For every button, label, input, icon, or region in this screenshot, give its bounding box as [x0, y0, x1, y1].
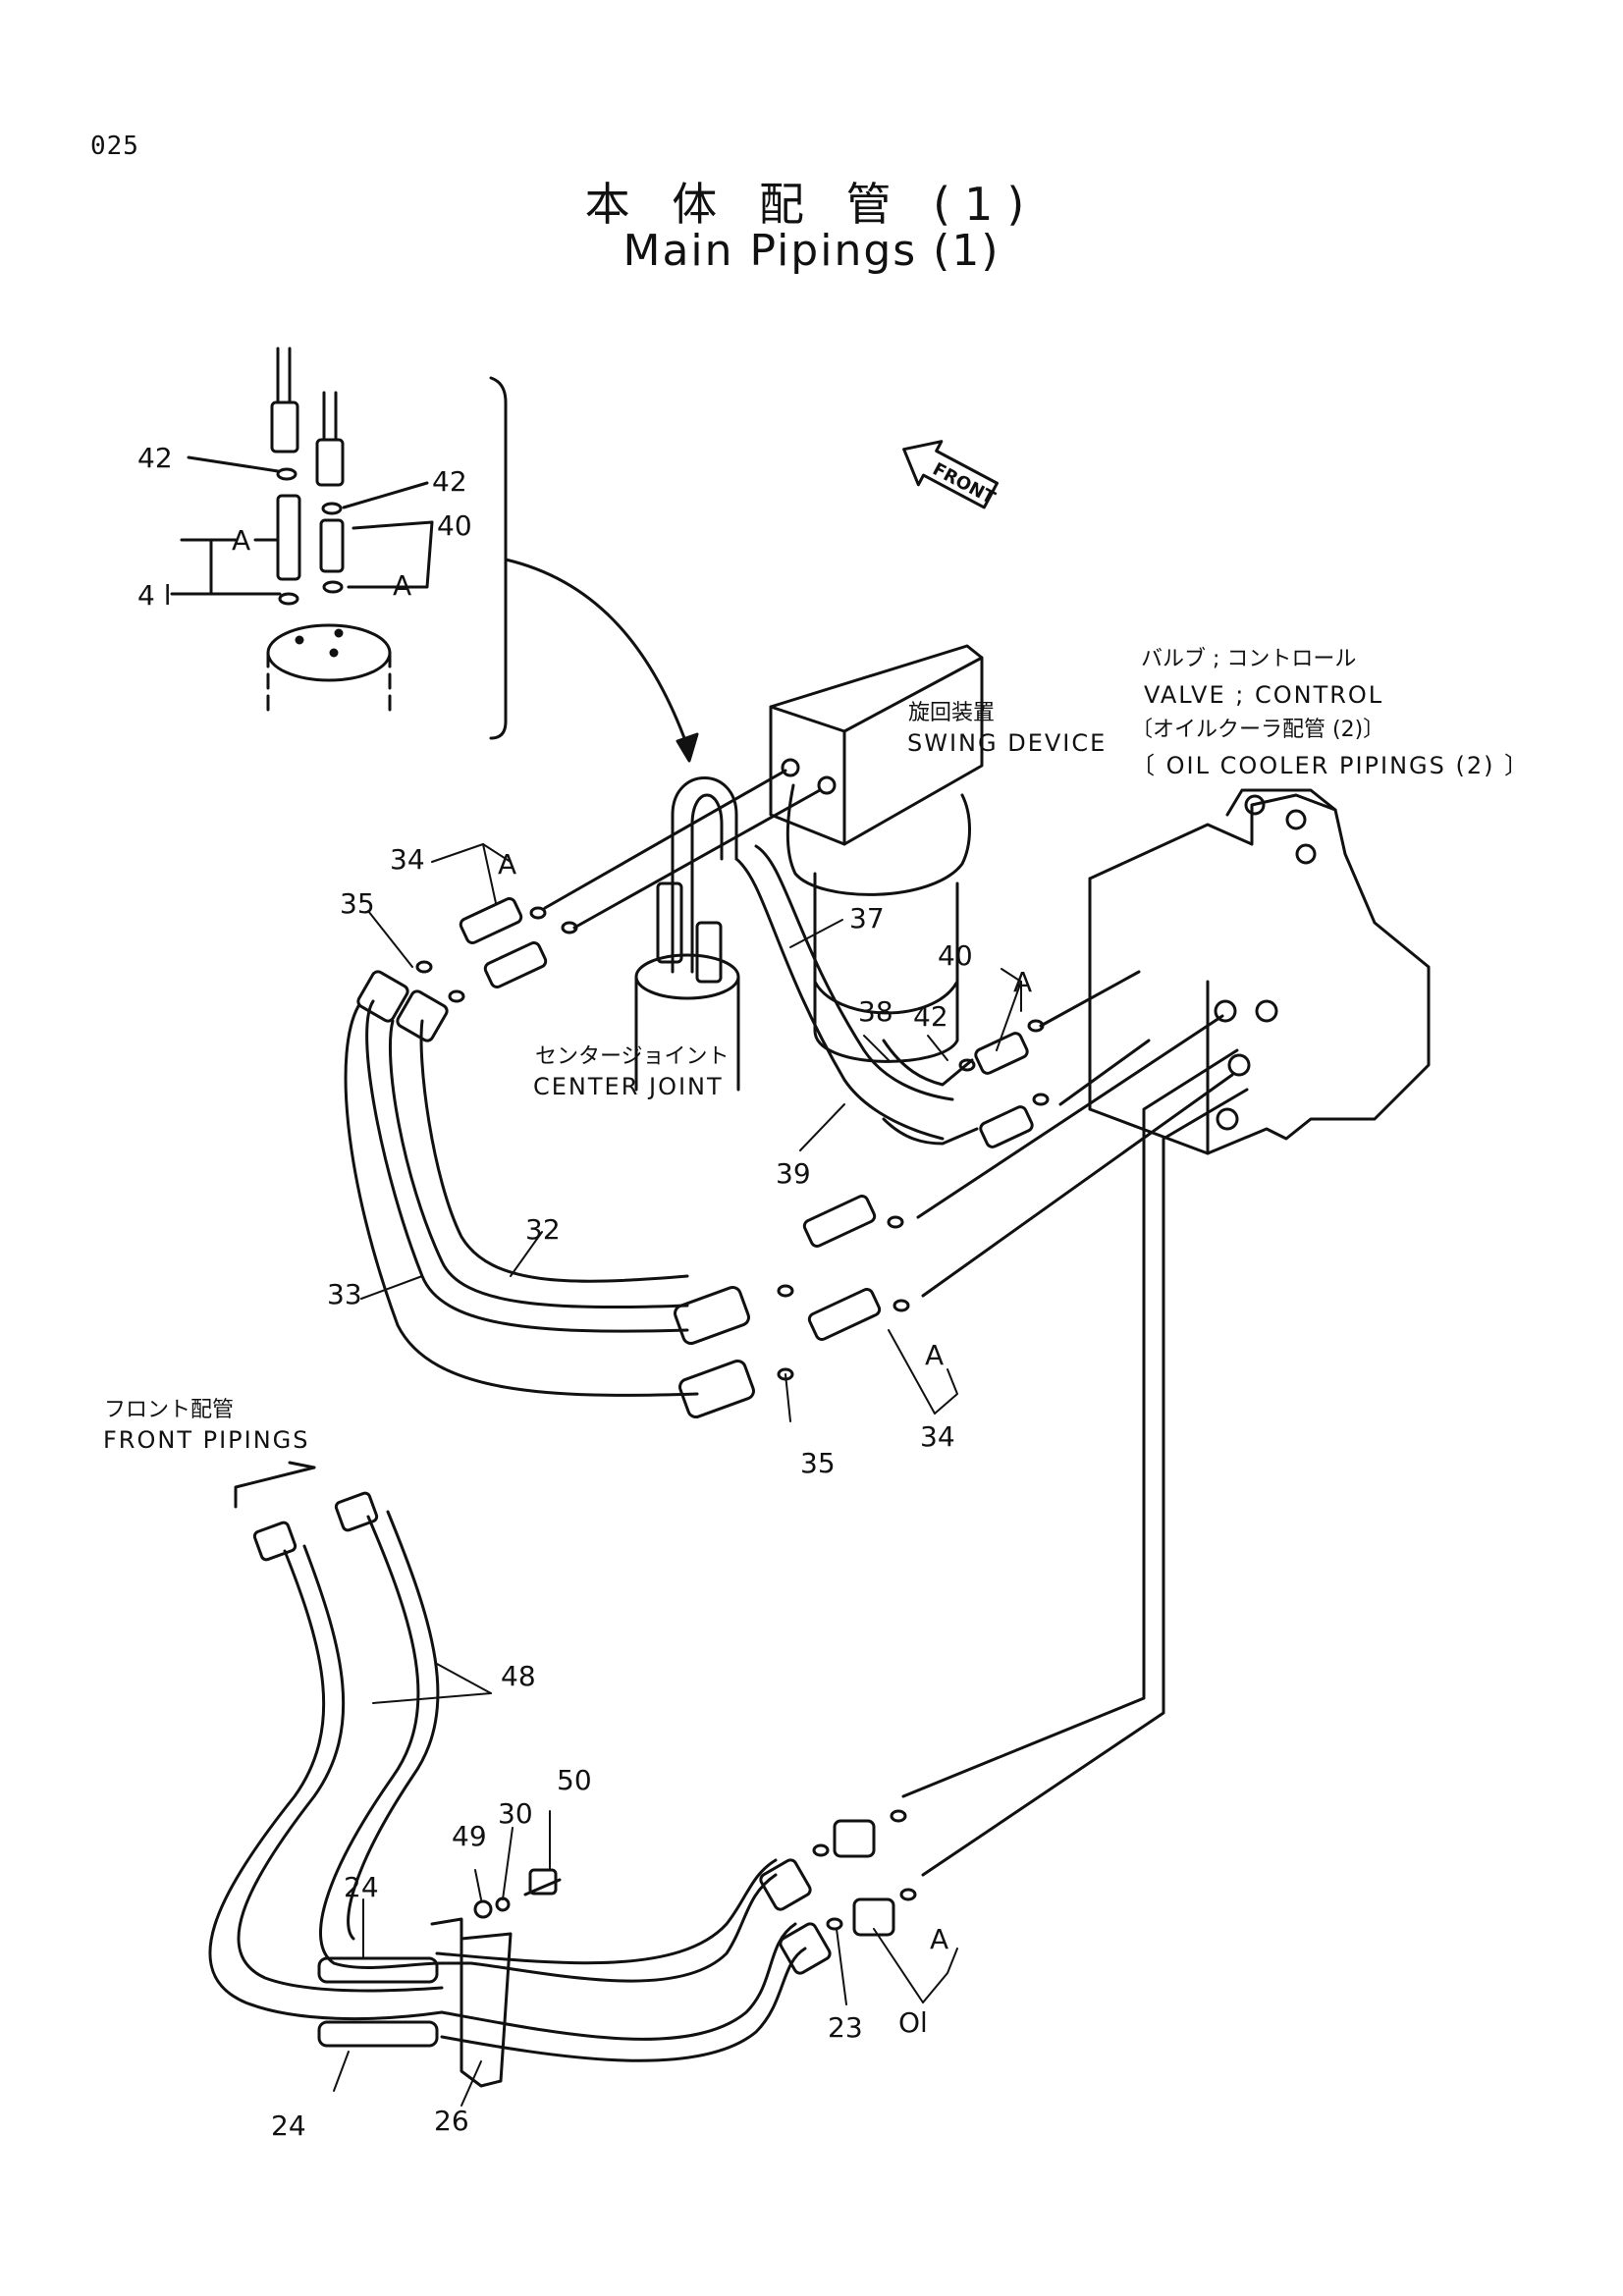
inset-arrow: [504, 558, 689, 748]
part-label-a-34-top: A: [498, 848, 516, 881]
caption-swing-device-jp: 旋回装置: [908, 701, 995, 725]
part-label-34-bottom: 34: [920, 1420, 955, 1453]
caption-front-pipings-en: FRONT PIPINGS: [103, 1426, 310, 1454]
caption-swing-device-en: SWING DEVICE: [907, 729, 1107, 757]
part-label-23: 23: [828, 2011, 863, 2044]
caption-oil-cooler-jp: 〔オイルクーラ配管 (2)〕: [1131, 718, 1384, 742]
part-label-01: Ol: [898, 2006, 928, 2039]
inset-oring-42-right: [321, 502, 343, 515]
page-number: 025: [90, 132, 139, 161]
part-label-35-top: 35: [340, 887, 375, 920]
caption-center-joint-en: CENTER JOINT: [533, 1073, 724, 1100]
leader-lines: [333, 843, 1022, 2107]
part-label-33: 33: [327, 1278, 362, 1310]
inset-hose-fitting-left: [270, 400, 299, 454]
caption-center-joint-jp: センタージョイント: [535, 1044, 730, 1069]
inset-connector-40: [319, 518, 345, 573]
inset-oring-41: [278, 592, 299, 606]
part-label-40-valve: 40: [938, 939, 973, 972]
page-title-japanese: 本 体 配 管 (1): [584, 178, 1039, 231]
part-label-a-valve: A: [1013, 966, 1032, 998]
inset-hose-fitting-right: [315, 438, 345, 487]
part-label-a-inset-right: A: [393, 569, 411, 602]
part-label-a-inset-left: A: [232, 524, 250, 557]
caption-valve-en: VALVE ; CONTROL: [1144, 681, 1383, 709]
front-pipings: [208, 1461, 917, 2088]
part-label-30: 30: [498, 1797, 533, 1830]
center-joint: [634, 776, 954, 1141]
part-label-41-inset: 4 l: [137, 579, 172, 612]
page-title-english: Main Pipings (1): [622, 226, 1001, 276]
part-label-24-upper: 24: [344, 1871, 379, 1903]
part-label-34-top: 34: [390, 843, 425, 876]
part-label-42-valve: 42: [913, 1000, 948, 1033]
fittings: [415, 897, 1050, 1381]
part-label-49: 49: [452, 1820, 487, 1852]
inset-arrow-head: [676, 732, 699, 763]
inset-connector-41: [276, 494, 301, 581]
front-direction-arrow: FRONT: [902, 440, 1000, 509]
inset-center-joint-top: [266, 623, 392, 682]
part-label-37: 37: [849, 902, 885, 934]
part-label-a-01: A: [930, 1923, 948, 1955]
inset-oring-40: [322, 580, 344, 594]
part-label-26: 26: [434, 2105, 469, 2137]
part-label-35-bottom: 35: [800, 1447, 836, 1479]
part-label-24-lower: 24: [271, 2109, 306, 2142]
caption-front-pipings-jp: フロント配管: [104, 1398, 234, 1422]
part-label-38: 38: [858, 995, 893, 1028]
part-label-42-inset-left: 42: [137, 442, 173, 474]
part-label-40-inset: 40: [437, 509, 472, 542]
swing-device: [543, 644, 984, 1063]
hoses-32-33: [344, 970, 755, 1419]
caption-oil-cooler-en: 〔 OIL COOLER PIPINGS (2) 〕: [1131, 752, 1530, 779]
part-label-42-inset-right: 42: [432, 465, 467, 498]
part-label-48: 48: [501, 1660, 536, 1692]
inset-detail: [170, 347, 699, 763]
control-valve: [901, 788, 1431, 1877]
part-label-39: 39: [776, 1157, 811, 1190]
caption-valve-jp: バルブ ; コントロール: [1141, 647, 1356, 671]
part-label-50: 50: [557, 1764, 592, 1796]
inset-oring-42-left: [276, 467, 298, 481]
part-label-32: 32: [525, 1213, 561, 1246]
inset-bracket: [489, 376, 508, 740]
part-label-a-34-bottom: A: [925, 1339, 944, 1371]
